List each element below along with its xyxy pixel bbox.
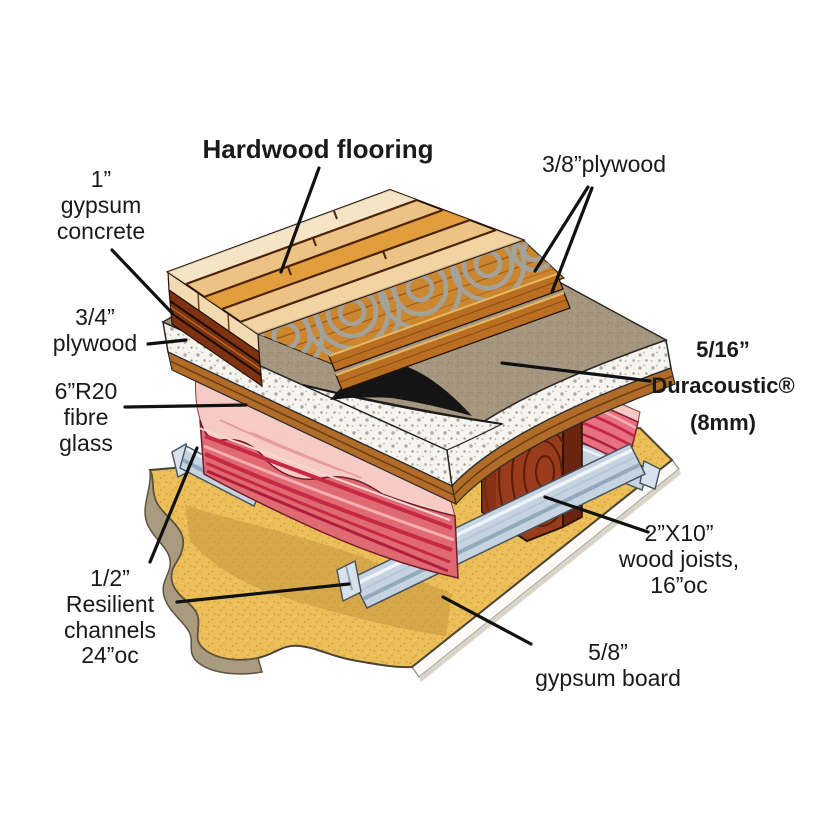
label-duracoustic: 5/16” Duracoustic® (8mm): [651, 337, 795, 435]
leader-gypsum-concrete: [110, 248, 174, 315]
label-gypsum-concrete: 1” gypsum concrete: [56, 166, 146, 244]
leader-plywood38-b: [550, 186, 594, 294]
leader-plywood38-a: [533, 185, 590, 273]
leader-channels-a: [148, 446, 199, 564]
leader-lines: [110, 166, 652, 646]
leader-gypsum-board: [441, 595, 533, 646]
label-plywood-38: 3/8”plywood: [541, 151, 667, 177]
label-gypsum-board: 5/8” gypsum board: [535, 639, 681, 691]
label-plywood-34: 3/4” plywood: [52, 304, 138, 356]
leader-joists: [543, 495, 650, 534]
label-wood-joists: 2”X10” wood joists, 16”oc: [618, 520, 740, 598]
leader-plywood34: [146, 338, 188, 346]
leader-duracoustic: [500, 361, 652, 383]
plywood-strips: [328, 273, 571, 391]
label-fibre-glass: 6”R20 fibre glass: [54, 378, 118, 456]
hardwood-flooring-surface: [165, 188, 526, 388]
label-hardwood-flooring: Hardwood flooring: [202, 134, 434, 164]
leader-channels-b: [175, 582, 351, 604]
leader-fibre-glass: [123, 403, 248, 409]
leader-hardwood: [279, 166, 321, 274]
label-resilient-channels: 1/2” Resilient channels 24”oc: [63, 565, 157, 669]
